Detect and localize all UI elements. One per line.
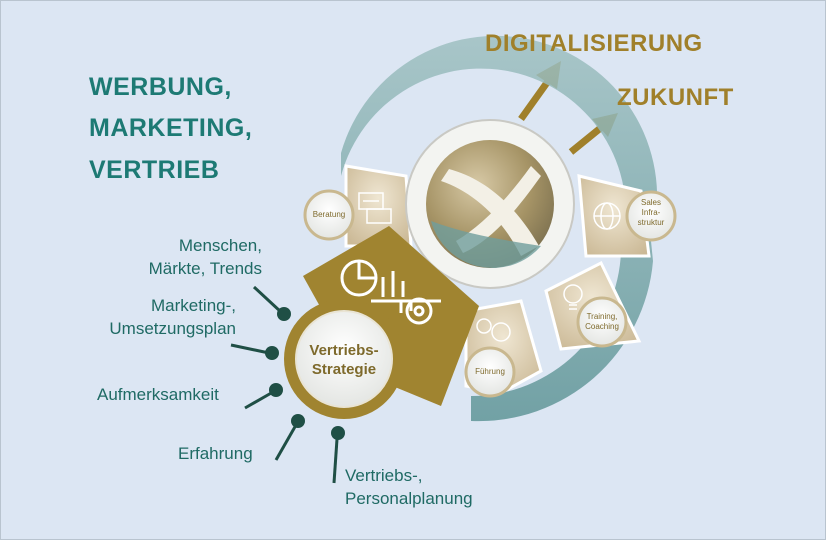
pie-chart-icon (340, 259, 405, 297)
label-sales-line3: struktur (637, 218, 665, 227)
center-label-line2: Strategie (311, 361, 377, 378)
label-umsetzung: Umsetzungsplan (89, 317, 236, 340)
label-training-line2: Coaching (585, 322, 619, 331)
label-sales-line2: Infra- (641, 208, 661, 217)
circle-beratung (303, 189, 355, 241)
label-fuehrung: Führung (475, 367, 505, 376)
label-menschen-line1: Menschen, (178, 236, 262, 255)
center-label: Vertriebs- Strategie (296, 341, 392, 379)
branch-marketing (230, 343, 279, 360)
label-erfahrung: Erfahrung (178, 444, 253, 463)
gear-icon (405, 297, 433, 325)
label-training-line1: Training, (586, 312, 618, 321)
center-circle (295, 310, 393, 408)
branch-menschen (252, 285, 291, 321)
strategy-square (303, 226, 479, 406)
circle-training (576, 296, 628, 348)
branch-erfahrung (274, 414, 305, 461)
title-zukunft: ZUKUNFT (617, 84, 734, 111)
headline-line1: WERBUNG, (89, 73, 232, 101)
headline-line3: VERTRIEB (89, 156, 220, 184)
label-vertrieb: Vertriebs-, Personalplanung (345, 464, 473, 510)
label-marketing: Marketing-, (121, 294, 236, 317)
label-marketing-line2: Umsetzungsplan (109, 319, 236, 338)
label-vertrieb-line1: Vertriebs-, (345, 466, 423, 485)
label-maerkte: Märkte, Trends (131, 257, 262, 280)
center-label-line1: Vertriebs- (309, 342, 379, 359)
label-menschen-line2: Märkte, Trends (148, 259, 262, 278)
lightbulb-icon (563, 284, 583, 310)
circle-sales (625, 190, 677, 242)
label-training: Training, Coaching (578, 312, 626, 332)
label-beratung: Beratung (312, 210, 346, 219)
headline-line2: MARKETING, (89, 114, 253, 142)
label-vertrieb-line2: Personalplanung (345, 489, 473, 508)
branch-vertrieb (331, 426, 345, 484)
title-digitalisierung: DIGITALISIERUNG (485, 30, 703, 57)
gears-icon (476, 318, 511, 342)
label-sales-line1: Sales (640, 198, 661, 207)
label-marketing-line1: Marketing-, (150, 296, 236, 315)
branch-aufmerksamkeit (244, 383, 283, 410)
document-icon (358, 192, 392, 224)
circle-fuehrung (464, 346, 516, 398)
label-menschen: Menschen, (164, 234, 262, 257)
globe-icon (593, 202, 621, 230)
label-aufmerksamkeit: Aufmerksamkeit (97, 385, 219, 404)
label-sales: Sales Infra- struktur (627, 198, 675, 228)
logo-x-mark (431, 166, 541, 269)
